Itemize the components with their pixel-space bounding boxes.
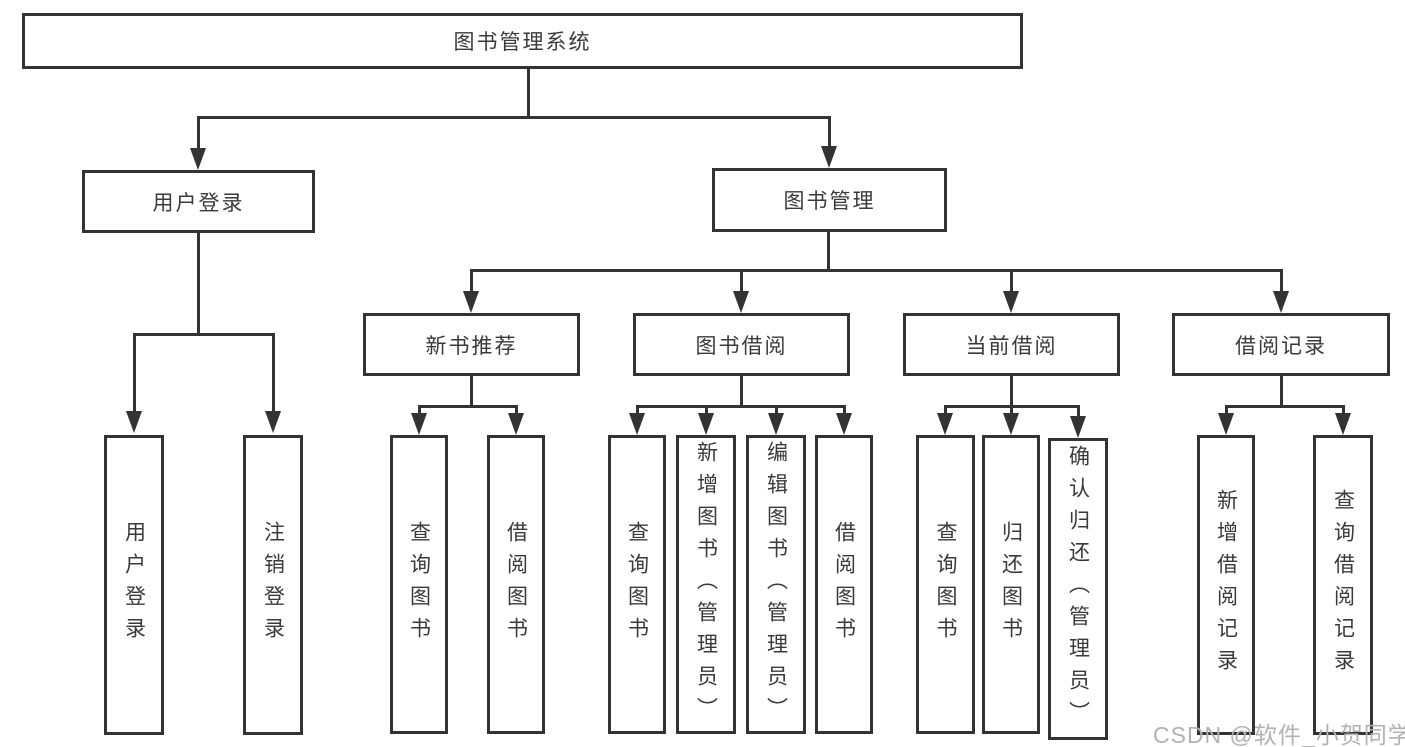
node-leaf-confirm-return-admin: 确认归还（管理员） (1048, 438, 1108, 740)
node-leaf-query-books-recommend: 查询图书 (390, 435, 448, 734)
arrowhead-down-icon (937, 413, 953, 435)
node-current-borrowing: 当前借阅 (903, 313, 1120, 376)
connector-drop (705, 405, 708, 415)
connector-drop-leaf-logout (272, 333, 275, 413)
connector-drop (515, 405, 518, 415)
node-leaf-query-borrow-record: 查询借阅记录 (1313, 435, 1373, 735)
node-label: 注销登录 (261, 521, 285, 649)
node-label: 查询借阅记录 (1331, 489, 1355, 681)
node-library-management-system: 图书管理系统 (22, 13, 1023, 69)
node-leaf-return-books: 归还图书 (982, 435, 1040, 734)
connector-drop-borrowing-records (1280, 269, 1283, 293)
connector-drop-book-management (828, 116, 831, 148)
arrowhead-down-icon (1273, 291, 1289, 313)
connector-drop (1225, 405, 1228, 415)
connector-drop (944, 405, 947, 415)
arrowhead-down-icon (265, 411, 281, 433)
csdn-watermark: CSDN @软件_小贺同学 (1153, 722, 1405, 747)
arrowhead-down-icon (1335, 413, 1351, 435)
node-label: 查询图书 (625, 520, 649, 649)
arrowhead-down-icon (190, 148, 206, 170)
connector-drop-book-borrowing (740, 269, 743, 293)
arrowhead-down-icon (1003, 291, 1019, 313)
connector-user-login-branch (133, 333, 275, 336)
connector-records-stem (1280, 376, 1283, 407)
connector-recommend-branch (418, 405, 518, 408)
node-book-management: 图书管理 (712, 168, 947, 232)
node-label: 查询图书 (934, 520, 957, 649)
node-label: 编辑图书（管理员） (764, 440, 788, 729)
connector-drop (1010, 405, 1013, 415)
connector-drop (418, 405, 421, 415)
connector-recommend-stem (470, 376, 473, 407)
node-label: 当前借阅 (965, 334, 1058, 358)
node-label: 新增图书（管理员） (694, 440, 718, 729)
node-label: 用户登录 (122, 521, 146, 649)
arrowhead-down-icon (411, 413, 427, 435)
arrowhead-down-icon (1070, 416, 1086, 438)
connector-user-login-stem (197, 233, 200, 335)
node-book-borrowing: 图书借阅 (633, 313, 850, 376)
node-label: 借阅图书 (504, 520, 528, 649)
connector-book-management-branch (470, 269, 1283, 272)
arrowhead-down-icon (836, 413, 852, 435)
connector-borrowing-stem (740, 376, 743, 407)
node-label: 图书借阅 (695, 334, 788, 358)
connector-root-stem (527, 68, 530, 119)
node-leaf-borrow-books-recommend: 借阅图书 (487, 435, 545, 734)
connector-drop (843, 405, 846, 415)
connector-drop-user-login (197, 116, 200, 150)
connector-current-stem (1010, 376, 1013, 407)
arrowhead-down-icon (508, 413, 524, 435)
node-leaf-edit-books-admin: 编辑图书（管理员） (746, 435, 806, 734)
arrowhead-down-icon (821, 146, 837, 168)
node-leaf-query-books-borrowing: 查询图书 (608, 435, 666, 734)
node-new-book-recommend: 新书推荐 (363, 313, 580, 376)
connector-drop-leaf-user-login (133, 333, 136, 413)
connector-book-management-stem (827, 232, 830, 272)
arrowhead-down-icon (1003, 413, 1019, 435)
connector-drop-new-book-recommend (470, 269, 473, 293)
node-leaf-logout: 注销登录 (243, 435, 303, 735)
node-leaf-user-login: 用户登录 (104, 435, 164, 735)
node-leaf-borrow-books-borrowing: 借阅图书 (815, 435, 873, 734)
connector-drop (1342, 405, 1345, 415)
node-borrowing-records: 借阅记录 (1172, 313, 1390, 376)
arrowhead-down-icon (463, 291, 479, 313)
connector-drop (1077, 405, 1080, 417)
node-label: 新书推荐 (425, 334, 518, 358)
arrowhead-down-icon (733, 291, 749, 313)
node-label: 图书管理系统 (453, 31, 592, 54)
connector-records-branch (1225, 405, 1345, 408)
arrowhead-down-icon (1218, 413, 1234, 435)
node-label: 确认归还（管理员） (1066, 445, 1090, 733)
node-label: 借阅图书 (832, 520, 856, 649)
connector-root-branch (197, 116, 831, 119)
node-label: 归还图书 (999, 520, 1023, 649)
connector-borrowing-branch (636, 405, 846, 408)
arrowhead-down-icon (126, 411, 142, 433)
connector-drop-current-borrowing (1010, 269, 1013, 293)
arrowhead-down-icon (629, 413, 645, 435)
node-label: 查询图书 (407, 520, 431, 649)
node-label: 借阅记录 (1235, 334, 1327, 358)
arrowhead-down-icon (768, 413, 784, 435)
arrowhead-down-icon (698, 413, 714, 435)
node-user-login: 用户登录 (82, 170, 315, 233)
node-label: 新增借阅记录 (1214, 489, 1238, 681)
node-label: 图书管理 (783, 190, 876, 213)
node-leaf-query-books-current: 查询图书 (916, 435, 975, 734)
node-leaf-add-books-admin: 新增图书（管理员） (676, 435, 736, 734)
node-label: 用户登录 (152, 191, 245, 215)
node-leaf-add-borrow-record: 新增借阅记录 (1197, 435, 1255, 735)
connector-drop (636, 405, 639, 415)
connector-drop (775, 405, 778, 415)
